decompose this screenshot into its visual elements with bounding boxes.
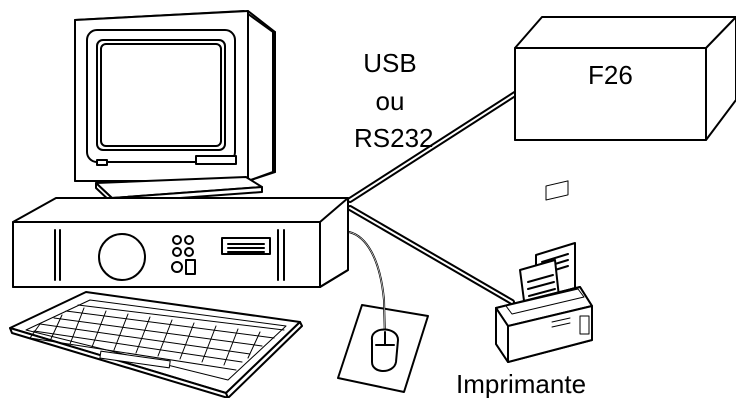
- f26-label: F26: [588, 60, 633, 90]
- desktop-unit-icon: [12, 197, 349, 288]
- printer-label: Imprimante: [456, 369, 587, 398]
- keyboard-keys: [29, 304, 285, 371]
- mouse-icon: [337, 231, 429, 393]
- computer-monitor-icon: [74, 10, 276, 204]
- cable-printer: [347, 205, 515, 305]
- printer-icon: [495, 180, 593, 363]
- connection-label-usb: USB: [363, 48, 417, 78]
- keyboard-icon: [9, 291, 303, 398]
- connection-label-ou: ou: [375, 86, 405, 116]
- connection-label-rs232: RS232: [354, 123, 434, 153]
- f26-box-icon: [514, 16, 736, 141]
- cable-f26: [347, 89, 521, 203]
